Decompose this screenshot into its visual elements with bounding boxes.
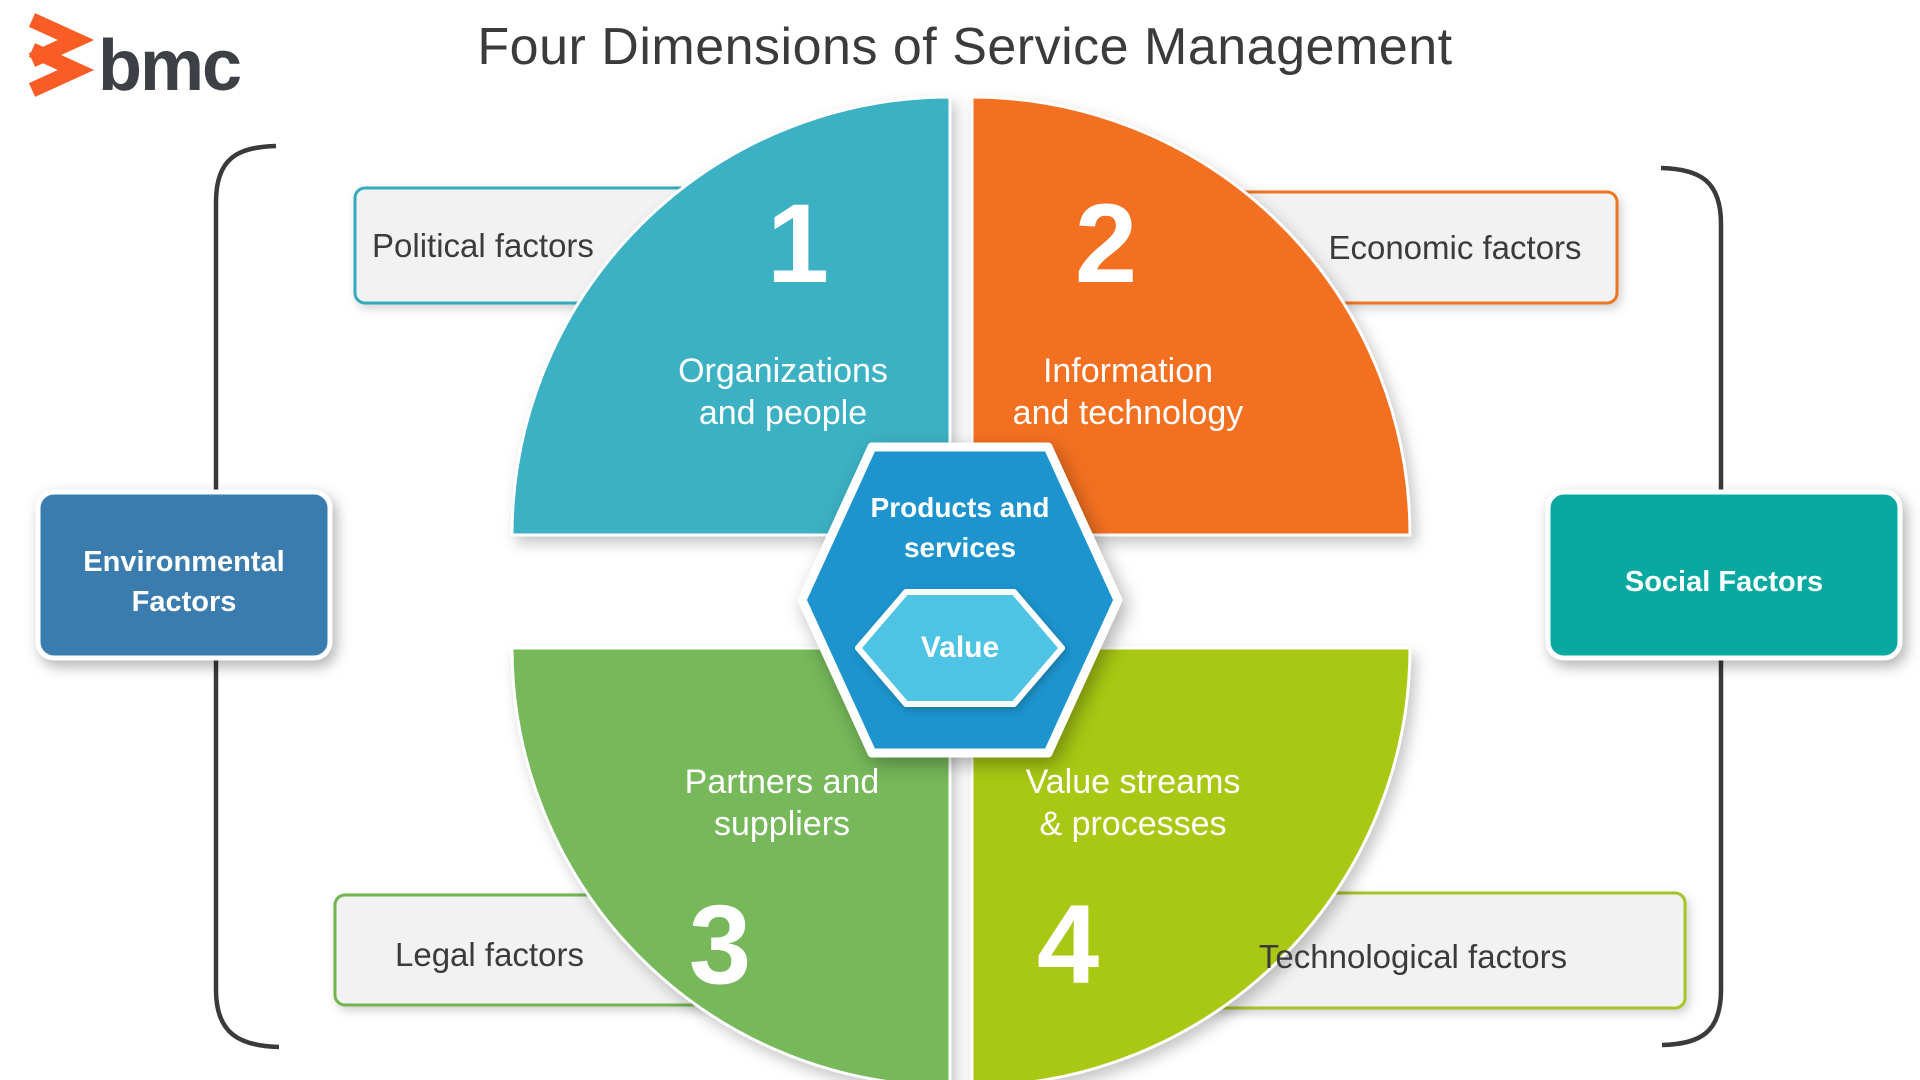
quadrant-4-label: Value streams & processes bbox=[1026, 761, 1241, 845]
quadrant-1-organizations-disc bbox=[510, 95, 952, 537]
products-services-label: Products and services bbox=[871, 488, 1050, 568]
quadrant-4-value-streams-disc bbox=[970, 646, 1412, 1080]
bmc-chevron-bottom bbox=[28, 43, 95, 97]
environmental-factors-label-line2: Factors bbox=[131, 586, 237, 618]
quadrant-3-label: Partners and suppliers bbox=[685, 761, 880, 845]
page-title: Four Dimensions of Service Management bbox=[477, 18, 1453, 76]
quadrant-2-number: 2 bbox=[1074, 181, 1138, 306]
value-hexagon bbox=[855, 589, 1065, 707]
quadrant-3-partners-disc bbox=[510, 646, 952, 1080]
quadrant-1-label: Organizations and people bbox=[678, 350, 888, 434]
quadrant-3-number: 3 bbox=[688, 882, 752, 1007]
environmental-factors-box bbox=[35, 489, 333, 661]
social-factors-box bbox=[1545, 489, 1903, 661]
bmc-logo-mark bbox=[28, 13, 95, 97]
quadrant-2-label-line2: and technology bbox=[1012, 394, 1244, 432]
environmental-factors-label: Environmental Factors bbox=[83, 542, 284, 622]
products-services-label-line2: services bbox=[903, 532, 1017, 563]
quadrant-2-label-line1: Information bbox=[1042, 352, 1214, 390]
political-factors-label: Political factors bbox=[372, 227, 594, 264]
social-factors-label: Social Factors bbox=[1624, 566, 1824, 598]
quadrant-1-label-line2: and people bbox=[698, 394, 868, 432]
quadrant-2-label: Information and technology bbox=[1013, 350, 1244, 434]
legal-factors-label: Legal factors bbox=[395, 936, 584, 973]
quadrant-4-label-line2: & processes bbox=[1039, 805, 1227, 843]
value-label: Value bbox=[920, 631, 1000, 664]
quadrant-1-label-line1: Organizations bbox=[678, 352, 888, 390]
quadrant-4-number: 4 bbox=[1036, 882, 1100, 1007]
technological-factors-label: Technological factors bbox=[1258, 938, 1568, 975]
products-services-label-line1: Products and bbox=[870, 492, 1050, 523]
economic-factors-label: Economic factors bbox=[1328, 229, 1582, 266]
quadrant-4-label-line1: Value streams bbox=[1025, 763, 1241, 801]
bmc-logo-text: bmc bbox=[98, 26, 242, 106]
quadrant-3-label-line1: Partners and bbox=[684, 763, 880, 801]
quadrant-2-information-disc bbox=[970, 95, 1412, 537]
quadrant-1-number: 1 bbox=[766, 181, 830, 306]
quadrant-3-label-line2: suppliers bbox=[713, 805, 851, 843]
environmental-factors-label-line1: Environmental bbox=[83, 546, 285, 578]
